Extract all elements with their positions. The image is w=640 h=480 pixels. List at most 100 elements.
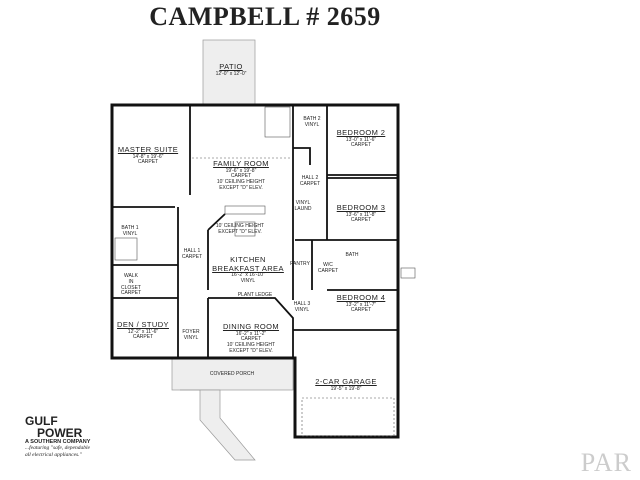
room-note: EXCEPT "D" ELEV. — [219, 184, 263, 191]
room-name: WALK — [124, 273, 138, 279]
room-size: 12'-0" x 12'-0" — [215, 70, 247, 77]
room-floor: CARPET — [240, 336, 262, 343]
kitchen-wall — [207, 213, 294, 358]
room-name: CLOSET — [120, 284, 141, 291]
room-note: EXCEPT "D" ELEV. — [218, 228, 262, 235]
room-name: BATH 2 — [303, 116, 321, 122]
room-name: DEN / STUDY — [117, 320, 169, 329]
room-note: 10' CEILING HEIGHT — [215, 223, 265, 229]
room-size: 16'-2" x 16'-10" — [231, 272, 265, 279]
room-name: IN — [128, 278, 134, 285]
room-name: 2-CAR GARAGE — [315, 377, 377, 386]
gulf-power-logo: GULF POWER A SOUTHERN COMPANY ...featuri… — [25, 415, 115, 459]
room-name: W/C — [323, 262, 333, 268]
room-floor: VINYL — [240, 278, 256, 284]
logo-slogan: ...featuring "safe, dependable — [25, 445, 90, 451]
kitchen-island — [234, 221, 256, 237]
patio-slab — [202, 39, 256, 106]
room-bath3: BATH — [345, 252, 359, 259]
room-name: MASTER SUITE — [117, 145, 179, 154]
watermark: PAR — [580, 448, 632, 477]
ac-unit — [400, 267, 416, 279]
logo-slogan: all electrical appliances." — [25, 452, 82, 458]
room-name: BREAKFAST AREA — [212, 263, 284, 273]
room-size: 16'-2" x 11'-2" — [235, 330, 267, 337]
room-floor: CARPET — [350, 217, 372, 224]
room-name: KITCHEN — [230, 255, 266, 264]
tub — [114, 237, 138, 261]
room-floor: CARPET — [120, 290, 142, 297]
room-name: COVERED PORCH — [209, 371, 255, 377]
room-floor: CARPET — [317, 267, 339, 274]
walkway — [180, 389, 256, 461]
bath2-wall — [293, 147, 311, 165]
room-size: 19'-6" x 19'-8" — [225, 167, 257, 174]
hall-wall — [292, 105, 398, 300]
room-note: EXCEPT "D" ELEV. — [229, 347, 273, 354]
room-floor: CARPET — [350, 307, 372, 314]
room-name: FAMILY ROOM — [213, 159, 269, 168]
room-name: BEDROOM 3 — [336, 203, 386, 212]
room-name: BEDROOM 4 — [336, 293, 386, 302]
room-name: PATIO — [219, 62, 243, 71]
room-floor: CARPET — [350, 142, 372, 149]
room-name: BEDROOM 2 — [336, 128, 386, 137]
room-name: DINING ROOM — [222, 322, 280, 331]
master-wall — [112, 105, 191, 208]
room-floor: VINYL — [294, 306, 310, 313]
room-size: 19'-5" x 19'-8" — [330, 385, 362, 392]
room-covered-porch: COVERED PORCH — [209, 371, 255, 378]
room-floor: CARPET — [181, 253, 203, 260]
garage-door — [301, 397, 395, 437]
room-name: HALL 3 — [293, 301, 311, 307]
room-name: FOYER — [182, 329, 200, 335]
room-note: 10' CEILING HEIGHT — [226, 342, 276, 349]
room-floor: VINYL — [304, 121, 320, 128]
room-name: BATH — [345, 252, 359, 258]
room-name: PLANT LEDGE — [237, 292, 273, 298]
plant-ledge: PLANT LEDGE — [237, 292, 273, 299]
room-size: 13'-6" x 11'-8" — [345, 211, 377, 218]
logo-text: GULF — [25, 414, 58, 428]
room-name: BATH 1 — [121, 225, 139, 231]
plan-title: CAMPBELL # 2659 — [149, 2, 381, 31]
room-floor: VINYL — [183, 334, 199, 341]
room-name: HALL 1 — [183, 248, 201, 254]
room-size: 14'-8" x 19'-6" — [132, 153, 164, 160]
room-floor: CARPET — [137, 159, 159, 166]
room-pantry: PANTRY — [290, 261, 310, 268]
room-floor: CARPET — [299, 180, 321, 187]
kitchen-counter — [224, 205, 266, 215]
room-size: 13'-0" x 11'-6" — [345, 136, 377, 143]
room-size: 12'-2" x 11'-6" — [127, 328, 159, 335]
room-floor: CARPET — [132, 334, 154, 341]
room-floor: LAUND — [294, 205, 312, 212]
room-floor: CARPET — [230, 173, 252, 180]
room-name: PANTRY — [290, 261, 310, 267]
fireplace — [264, 106, 291, 138]
room-note: 10' CEILING HEIGHT — [216, 179, 266, 186]
room-size: 13'-2" x 11'-7" — [345, 301, 377, 308]
bath1-wall — [112, 207, 179, 358]
exterior-wall — [110, 103, 400, 439]
